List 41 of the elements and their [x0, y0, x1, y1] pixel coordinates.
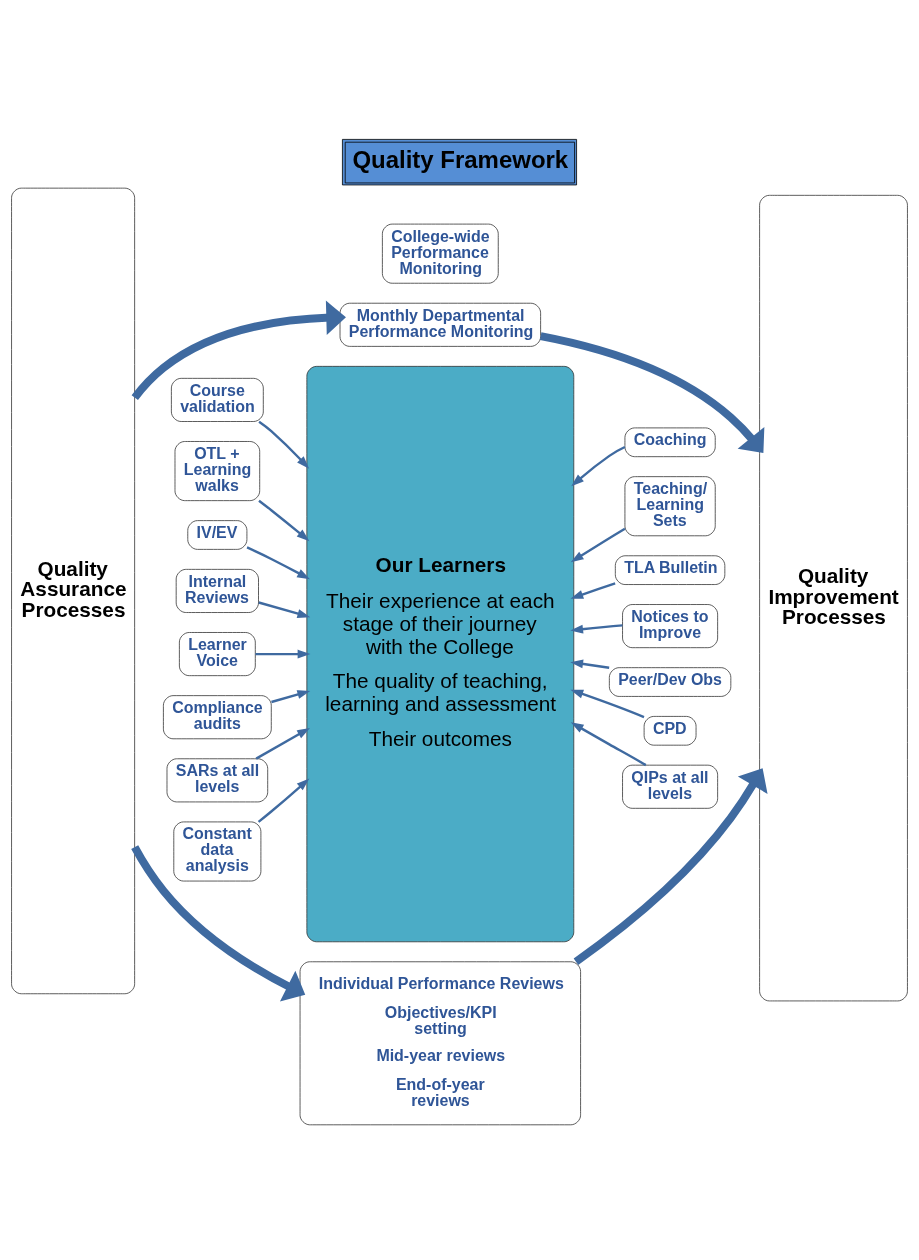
- arrow: [570, 689, 645, 718]
- arrow: [255, 649, 311, 659]
- node-box: SARs at all levels: [166, 757, 269, 802]
- node-box: Peer/Dev Obs: [608, 666, 732, 697]
- node-box: OTL + Learning walks: [174, 440, 261, 501]
- arrow: [246, 545, 310, 579]
- node-box: TLA Bulletin: [614, 554, 726, 585]
- arrow: [258, 499, 310, 541]
- node-box: College-wide Performance Monitoring: [382, 223, 499, 284]
- node-box: Quality Improvement Processes: [759, 194, 908, 1001]
- arrow: [571, 445, 626, 486]
- node-box: Individual Performance Reviews Objectives/KPI setting Mid-year reviews End-of-year reviews: [299, 960, 581, 1125]
- arrow: [258, 420, 310, 469]
- arrow: [131, 844, 306, 1001]
- node-box: Notices to Improve: [622, 603, 719, 648]
- arrow: [570, 658, 610, 669]
- node-box: IV/EV: [187, 519, 248, 550]
- diagram-title: Quality Framework: [352, 145, 569, 173]
- arrow: [573, 767, 768, 965]
- node-box: Quality Assurance Processes: [11, 187, 136, 994]
- arrow: [255, 727, 310, 760]
- node-box: Monthly Departmental Performance Monitoring: [339, 302, 541, 347]
- arrow: [570, 623, 623, 634]
- node-box: Course validation: [171, 377, 264, 422]
- arrow: [570, 721, 647, 766]
- node-box: Internal Reviews: [175, 568, 259, 613]
- node-box: Coaching: [624, 427, 716, 457]
- arrow: [271, 689, 311, 703]
- node-box: QIPs at all levels: [622, 764, 719, 809]
- arrow: [539, 331, 765, 453]
- arrow: [131, 300, 346, 400]
- node-box: Learner Voice: [179, 631, 256, 676]
- arrow: [570, 527, 626, 562]
- node-box: Our Learners Their experience at each stage of their journey with the College The quality of teaching, learning and assessment Their outcomes: [306, 365, 575, 942]
- arrow: [257, 777, 310, 823]
- node-box: Constant data analysis: [173, 821, 262, 881]
- arrow: [258, 600, 311, 618]
- node-box: CPD: [643, 715, 697, 746]
- node-box: Compliance audits: [163, 694, 272, 739]
- arrow: [570, 581, 616, 599]
- node-box: Teaching/ Learning Sets: [624, 475, 716, 536]
